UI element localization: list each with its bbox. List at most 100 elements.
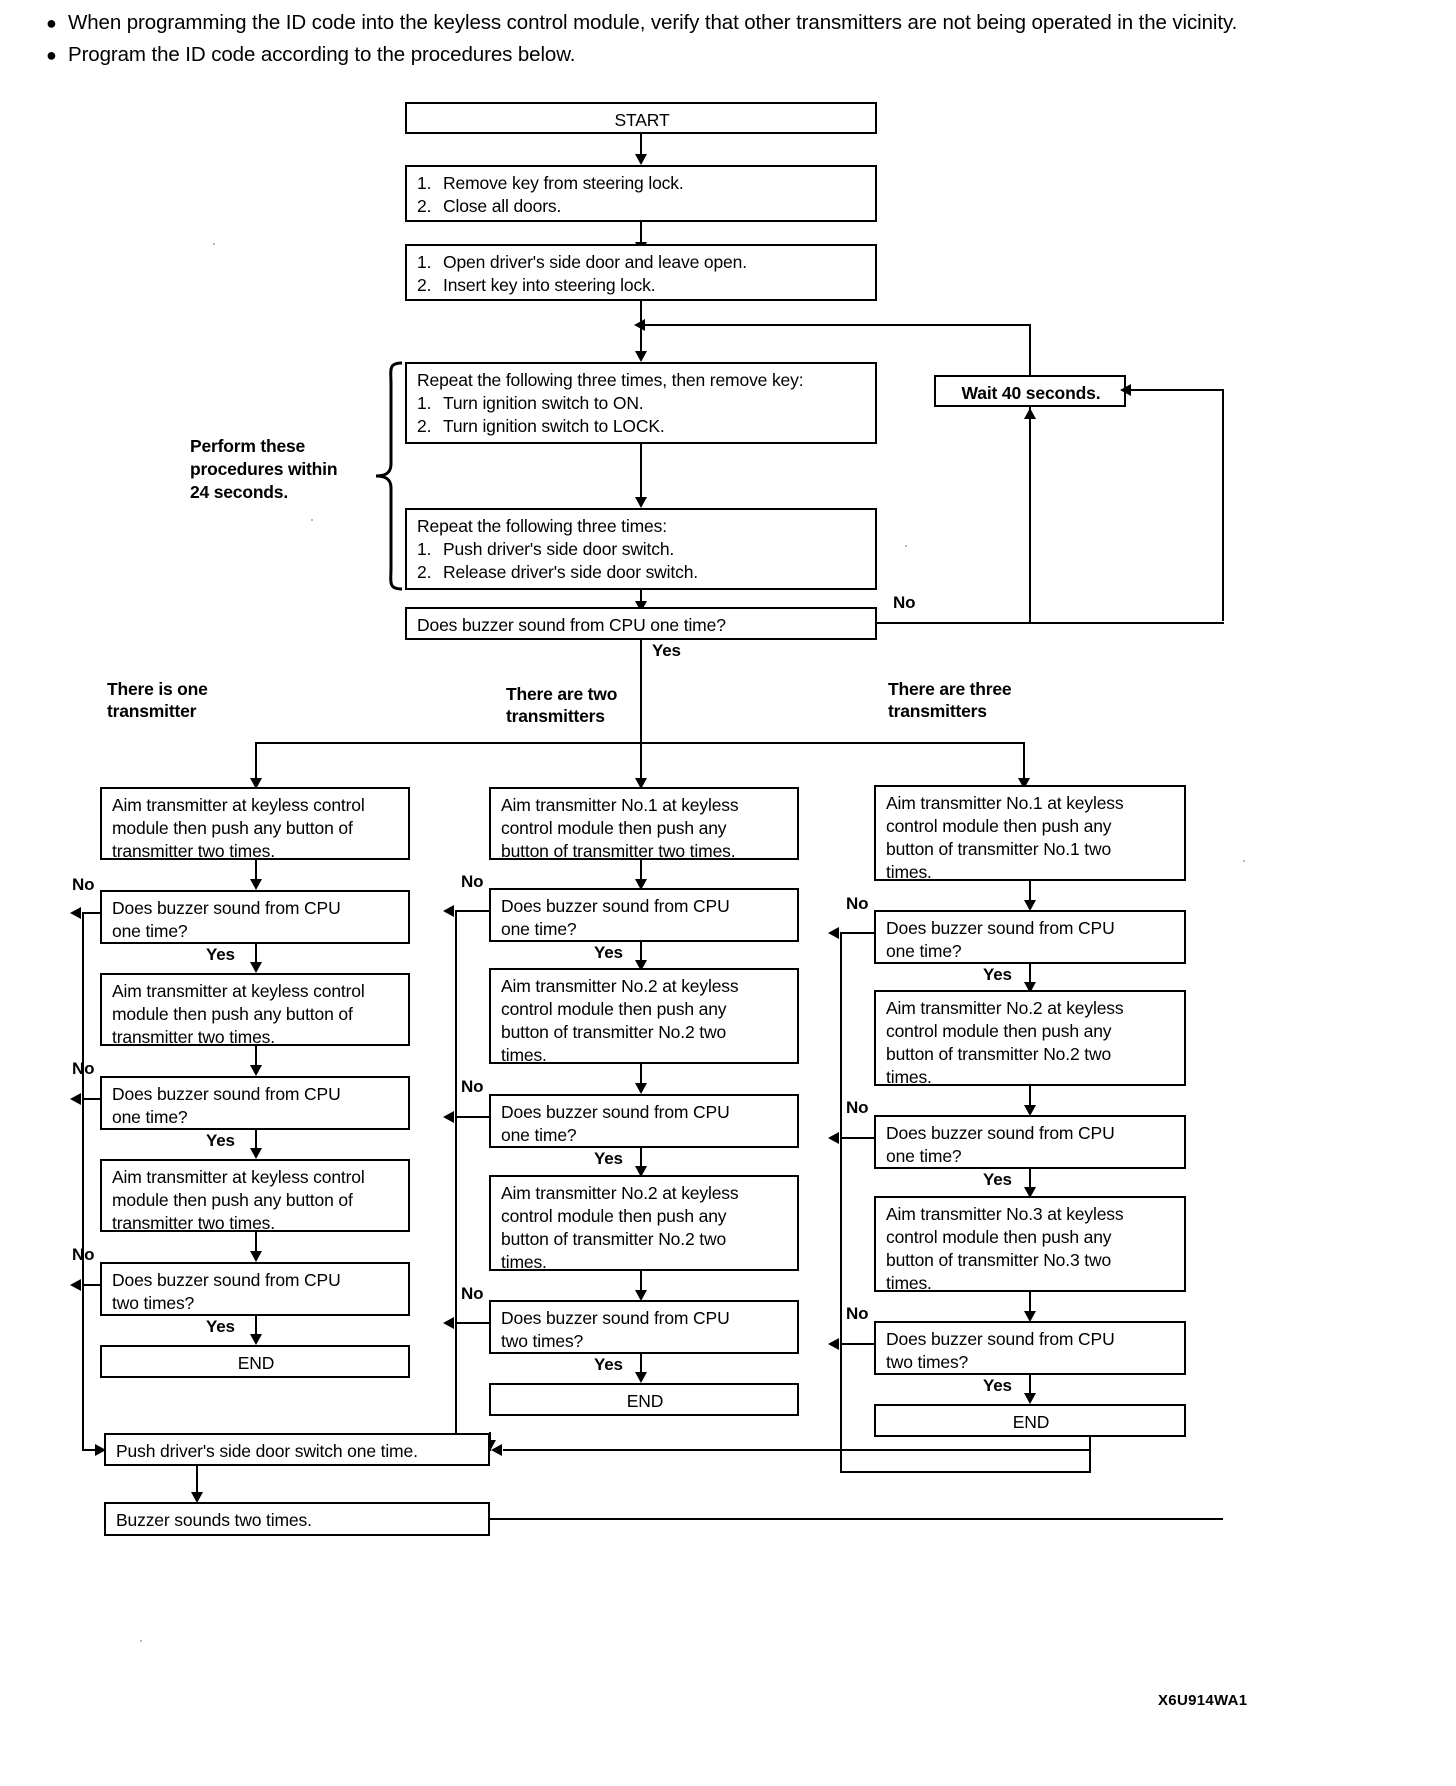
col3-action-2: Aim transmitter No.2 at keyless control … [874,990,1186,1087]
no-branch-line [455,1116,491,1118]
wait-box: Wait 40 seconds. [934,375,1126,407]
step-heading: Repeat the following three times: [417,516,667,536]
step-number: 2. [417,196,432,216]
no-branch-line [455,1322,491,1324]
box-line: Aim transmitter at keyless control [112,1167,365,1187]
label-yes: Yes [983,1170,1012,1189]
arrow-down-icon [250,879,262,890]
arrow-down-icon [191,1492,203,1503]
box-line: transmitter two times. [112,841,275,861]
box-line: button of transmitter No.2 two [886,1044,1112,1064]
no-branch-line [82,1098,102,1100]
arrow-down-icon [250,962,262,973]
perform-note-line: Perform these [190,436,306,456]
connector [255,860,257,886]
connector [1029,1086,1031,1112]
connector [1029,881,1031,907]
label-no: No [461,872,484,891]
arrow-down-icon [1018,778,1030,789]
step-text: Push driver's side door switch. [443,539,675,559]
arrow-left-icon [443,1317,454,1329]
connector [640,1148,642,1174]
box-line: button of transmitter No.3 two [886,1250,1112,1270]
box-line: Does buzzer sound from CPU [112,898,341,918]
connector [640,860,642,886]
box-line: module then push any button of [112,1190,353,1210]
col3-decision-1: Does buzzer sound from CPU one time? [874,910,1186,964]
label-no: No [846,1098,869,1117]
no-branch-line [82,912,102,914]
col2-decision-2: Does buzzer sound from CPU one time? [489,1094,799,1148]
arrow-right-icon [95,1444,106,1456]
connector [640,444,642,502]
box-line: Does buzzer sound from CPU [886,1329,1115,1349]
arrow-left-icon [443,1111,454,1123]
perform-note-line: procedures within [190,459,338,479]
connector [640,325,642,353]
notes-list: ● When programming the ID code into the … [42,8,1372,72]
connector [640,590,642,606]
label-no: No [72,875,95,894]
arrow-left-icon [1120,384,1131,396]
connector [1029,1375,1031,1401]
box-line: Does buzzer sound from CPU [112,1270,341,1290]
no-branch-line [840,1137,876,1139]
no-branch-line [877,622,1224,624]
box-line: one time? [501,1125,577,1145]
box-line: Aim transmitter No.1 at keyless [501,795,739,815]
perform-note: Perform these procedures within 24 secon… [190,435,338,504]
note-item: ● Program the ID code according to the p… [42,40,1372,70]
box-line: transmitter two times. [112,1027,275,1047]
column-header-three-transmitters: There are three transmitters [888,678,1012,722]
step-number: 1. [417,252,432,272]
col2-end-box: END [489,1383,799,1416]
step-open-door-box: 1.Open driver's side door and leave open… [405,244,877,301]
arrow-left-icon [634,319,645,331]
arrow-left-icon [70,907,81,919]
box-line: control module then push any [501,999,727,1019]
box-line: one time? [112,921,188,941]
arrow-down-icon [635,960,647,971]
bullet-icon: ● [46,13,57,33]
perform-note-line: 24 seconds. [190,482,288,502]
step-text: Turn ignition switch to LOCK. [443,416,665,436]
yes-branch-line [640,640,642,743]
box-line: control module then push any [886,816,1112,836]
box-line: Does buzzer sound from CPU [501,1308,730,1328]
box-line: two times? [501,1331,584,1351]
connector [1126,389,1224,391]
connector [255,944,257,970]
col3-no-rail [840,932,842,1472]
box-line: END [1012,1412,1050,1432]
box-line: Does buzzer sound from CPU [886,1123,1115,1143]
connector [1029,964,1031,990]
label-yes: Yes [983,965,1012,984]
box-line: Aim transmitter No.2 at keyless [886,998,1124,1018]
box-line: control module then push any [886,1021,1112,1041]
arrow-left-icon [828,1338,839,1350]
box-line: two times? [886,1352,969,1372]
box-line: one time? [112,1107,188,1127]
connector [640,222,642,244]
col2-no-rail [455,910,457,1450]
box-line: two times? [112,1293,195,1313]
step-ignition-box: Repeat the following three times, then r… [405,362,877,444]
footer-return-line [503,1449,1091,1451]
col1-action-2: Aim transmitter at keyless control modul… [100,973,410,1047]
box-line: button of transmitter No.1 two [886,839,1112,859]
step-number: 1. [417,539,432,559]
arrow-down-icon [635,778,647,789]
box-line: control module then push any [501,818,727,838]
header-line: transmitters [506,706,605,726]
arrow-up-icon [1024,408,1036,419]
arrow-down-icon [635,497,647,508]
label-no: No [846,1304,869,1323]
col1-end-box: END [100,1345,410,1378]
arrow-down-icon [1024,1393,1036,1404]
col2-action-2: Aim transmitter No.2 at keyless control … [489,968,799,1065]
column-header-two-transmitters: There are two transmitters [506,683,617,727]
box-line: Aim transmitter No.1 at keyless [886,793,1124,813]
decision-text: Does buzzer sound from CPU one time? [417,615,726,635]
box-line: one time? [501,919,577,939]
